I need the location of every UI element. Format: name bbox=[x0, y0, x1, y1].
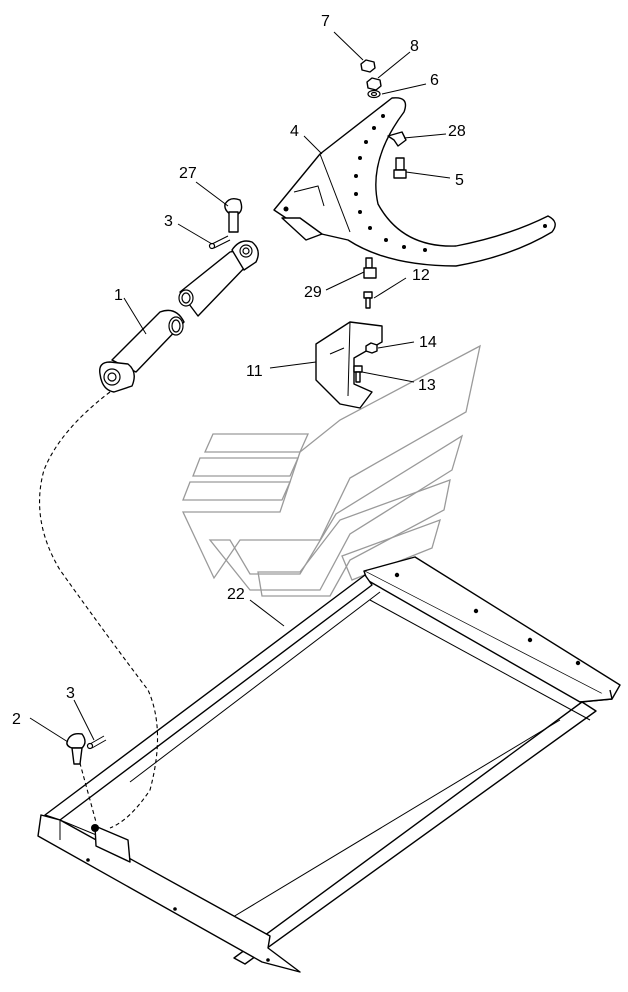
callout-1: 1 bbox=[114, 287, 123, 304]
bolt-13 bbox=[353, 365, 363, 383]
frame-hole bbox=[527, 637, 533, 643]
callout-7: 7 bbox=[321, 13, 330, 30]
callout-28: 28 bbox=[448, 123, 466, 140]
leader-lines bbox=[29, 31, 451, 743]
nut-14 bbox=[365, 342, 378, 354]
callout-5: 5 bbox=[455, 172, 464, 189]
assembly-path bbox=[77, 755, 97, 823]
callout-3-bottom: 3 bbox=[66, 685, 75, 702]
bolt-12 bbox=[363, 291, 373, 309]
nut-7 bbox=[360, 59, 376, 73]
swing-plate-4 bbox=[273, 97, 556, 267]
frame-hole bbox=[394, 572, 400, 578]
pin-27 bbox=[224, 197, 243, 233]
bolt-29 bbox=[363, 257, 377, 279]
hydraulic-cylinder-1 bbox=[99, 240, 259, 393]
callout-4: 4 bbox=[290, 123, 299, 140]
nut-8 bbox=[366, 77, 382, 91]
mount-hole bbox=[91, 824, 99, 832]
frame-hole bbox=[473, 608, 479, 614]
assembly-path bbox=[39, 391, 159, 829]
callout-2: 2 bbox=[12, 711, 21, 728]
bolt-5 bbox=[393, 157, 407, 179]
cotter-pin-3-bottom bbox=[86, 735, 107, 750]
frame-hole bbox=[86, 858, 90, 862]
callout-6: 6 bbox=[430, 72, 439, 89]
callout-14: 14 bbox=[419, 334, 437, 351]
callout-3-top: 3 bbox=[164, 213, 173, 230]
frame-hole bbox=[266, 958, 270, 962]
callout-labels: 7 8 6 28 4 5 27 3 1 12 29 14 11 13 22 2 … bbox=[12, 13, 466, 728]
callout-8: 8 bbox=[410, 38, 419, 55]
frame-hole bbox=[173, 907, 177, 911]
pin-2 bbox=[66, 732, 86, 765]
callout-27: 27 bbox=[179, 165, 197, 182]
callout-12: 12 bbox=[412, 267, 430, 284]
watermark-logo bbox=[181, 344, 481, 597]
callout-29: 29 bbox=[304, 284, 322, 301]
frame-hole bbox=[575, 660, 581, 666]
callout-11: 11 bbox=[246, 363, 263, 380]
callout-22: 22 bbox=[227, 586, 245, 603]
cotter-pin-3-top bbox=[208, 235, 231, 250]
bracket-11 bbox=[315, 321, 383, 409]
main-frame-22 bbox=[37, 556, 621, 973]
callout-13: 13 bbox=[418, 377, 436, 394]
washer-6 bbox=[367, 89, 381, 99]
clip-28 bbox=[387, 131, 407, 147]
